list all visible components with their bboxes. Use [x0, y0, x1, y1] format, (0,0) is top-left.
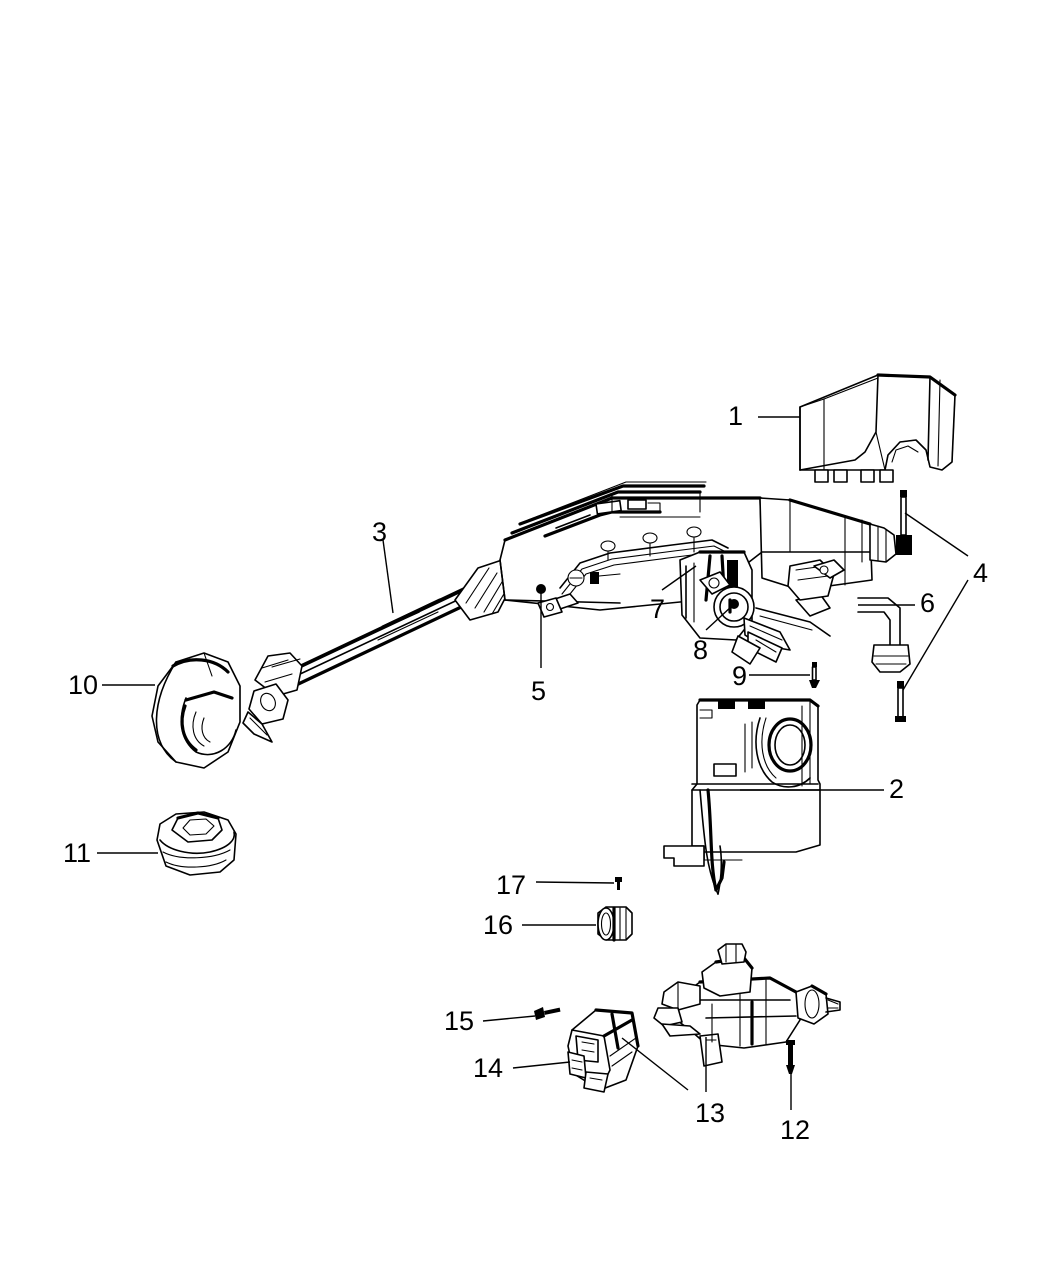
leader-17	[535, 881, 615, 884]
part-grommet-seal	[156, 811, 237, 876]
leader-4a	[904, 512, 969, 557]
part-bushing-16	[597, 906, 633, 942]
callout-12: 12	[780, 1115, 811, 1145]
part-tilt-release-lever	[857, 597, 911, 673]
callout-13: 13	[695, 1098, 726, 1128]
leader-3	[382, 539, 394, 614]
callout-2: 2	[889, 774, 905, 804]
callout-4: 4	[973, 558, 989, 588]
callout-11: 11	[63, 838, 92, 868]
part-intermediate-shaft	[242, 584, 478, 743]
callout-1: 1	[728, 401, 744, 431]
part-ignition-switch	[567, 1008, 640, 1093]
callout-5: 5	[531, 676, 547, 706]
leader-8	[705, 605, 733, 631]
callout-15: 15	[444, 1006, 475, 1036]
leader-lines	[97, 416, 969, 1110]
leader-4b	[902, 579, 969, 691]
leader-14	[512, 1061, 571, 1069]
part-screw-9	[809, 662, 820, 688]
callout-10: 10	[68, 670, 99, 700]
leader-15	[482, 1015, 536, 1022]
callout-9: 9	[732, 661, 748, 691]
callout-8: 8	[693, 635, 709, 665]
part-lower-shroud-housing	[663, 698, 821, 895]
callout-14: 14	[473, 1053, 504, 1083]
part-mounting-bolt-upper	[898, 490, 909, 542]
part-boot-seal-cover	[151, 652, 241, 769]
part-steering-column-assembly	[454, 481, 912, 673]
callout-16: 16	[483, 910, 514, 940]
leader-13b	[621, 1037, 689, 1091]
callout-6: 6	[920, 588, 936, 618]
part-upper-shroud-cover	[799, 373, 957, 483]
part-screw-15	[534, 1007, 561, 1020]
leader-7	[661, 565, 697, 591]
part-pin-17	[615, 877, 622, 890]
part-mounting-bolt-lower	[895, 681, 906, 722]
callout-3: 3	[372, 517, 388, 547]
callout-17: 17	[496, 870, 527, 900]
part-ignition-lock-housing	[653, 943, 841, 1067]
callout-7: 7	[650, 594, 666, 624]
